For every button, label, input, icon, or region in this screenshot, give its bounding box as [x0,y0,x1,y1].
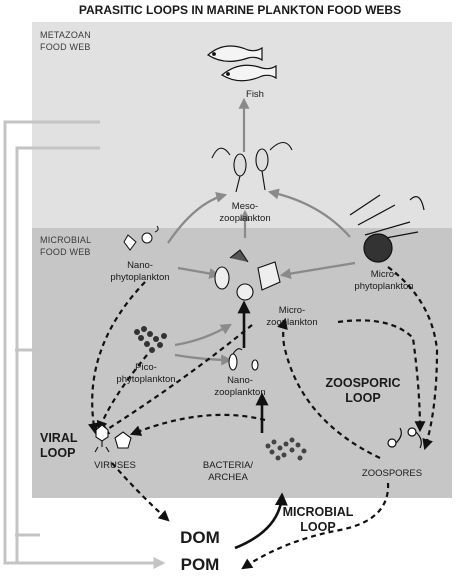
fish-icon [207,45,277,82]
svg-text:METAZOAN: METAZOAN [40,30,91,40]
microphytoplankton-icon [349,194,425,263]
zoospore-icon [387,427,422,449]
svg-text:BACTERIA/: BACTERIA/ [203,460,254,471]
virus-icon [94,424,132,453]
microzooplankton-icon [214,249,281,301]
svg-text:LOOP: LOOP [300,520,335,534]
svg-text:zooplankton: zooplankton [219,213,270,224]
zoosporic-loop-label: ZOOSPORIC LOOP [325,376,400,405]
picophytoplankton-icon [134,326,167,353]
svg-text:LOOP: LOOP [40,446,75,460]
node-viruses: VIRUSES [94,460,136,471]
svg-text:phytoplankton: phytoplankton [354,281,413,292]
bacteria-icon [265,437,307,461]
node-bacteria: BACTERIA/ ARCHEA [203,460,254,483]
svg-text:FOOD WEB: FOOD WEB [40,247,91,257]
metazoan-section-label: METAZOAN FOOD WEB [40,30,91,52]
svg-text:phytoplankton: phytoplankton [110,272,169,283]
microbial-panel [32,228,452,498]
node-microzooplankton: Micro- zooplankton [266,305,317,328]
node-pom: POM [181,555,220,574]
node-microphytoplankton: Micro- phytoplankton [354,269,413,292]
dashed-loop-arrows [88,266,439,570]
svg-text:Meso-: Meso- [232,201,258,212]
svg-text:Nano-: Nano- [227,375,253,386]
node-zoospores: ZOOSPORES [362,468,422,479]
diagram-title: PARASITIC LOOPS IN MARINE PLANKTON FOOD … [79,3,401,17]
node-fish: Fish [246,89,264,100]
microbial-section-label: MICROBIAL FOOD WEB [40,235,91,257]
svg-text:LOOP: LOOP [345,391,380,405]
copepod-icon [211,141,293,193]
svg-text:zooplankton: zooplankton [266,317,317,328]
svg-text:Pico-: Pico- [135,362,157,373]
node-nanophytoplankton: Nano- phytoplankton [110,260,169,283]
svg-text:VIRAL: VIRAL [40,431,78,445]
svg-text:ZOOSPORIC: ZOOSPORIC [325,376,400,390]
microbial-loop-label: MICROBIAL LOOP [283,505,354,534]
node-nanozooplankton: Nano- zooplankton [214,375,265,398]
node-dom: DOM [180,528,220,547]
gray-feeding-arrows [167,97,356,366]
svg-text:FOOD WEB: FOOD WEB [40,42,91,52]
svg-text:ARCHEA: ARCHEA [208,472,248,483]
node-picophytoplankton: Pico- phytoplankton [116,362,175,385]
node-mesozooplankton: Meso- zooplankton [219,201,270,224]
viral-loop-label: VIRAL LOOP [40,431,78,460]
nanophytoplankton-icon [123,225,159,251]
solid-trophic-arrows [234,300,288,550]
outer-flow-arrows [3,120,166,569]
svg-text:Nano-: Nano- [127,260,153,271]
svg-text:phytoplankton: phytoplankton [116,374,175,385]
nanozooplankton-icon [228,348,259,371]
svg-text:MICROBIAL: MICROBIAL [283,505,354,519]
svg-text:Micro-: Micro- [371,269,397,280]
svg-text:zooplankton: zooplankton [214,387,265,398]
svg-text:MICROBIAL: MICROBIAL [40,235,91,245]
svg-text:Micro-: Micro- [279,305,305,316]
